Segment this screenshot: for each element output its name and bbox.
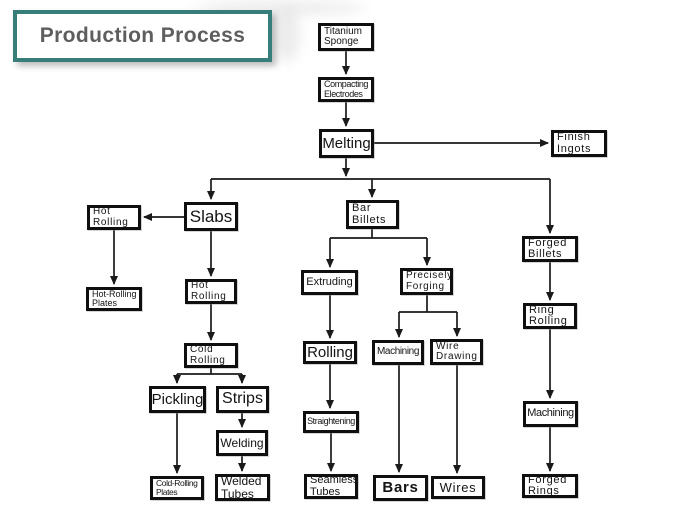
node-bar-billets: Bar Billets: [346, 200, 399, 229]
node-machining-mid: Machining: [372, 340, 424, 365]
node-forged-billets: Forged Billets: [522, 236, 578, 262]
node-precisely-forging: Precisely Forging: [400, 268, 453, 295]
node-hot-rolling-mid: Hot Rolling: [185, 279, 237, 304]
node-rolling: Rolling: [303, 341, 357, 364]
node-melting: Melting: [319, 129, 374, 158]
node-cold-rolling: Cold Rolling: [184, 343, 238, 368]
page-title: Production Process: [13, 10, 272, 62]
node-slabs: Slabs: [184, 202, 238, 231]
node-bars: Bars: [373, 475, 428, 501]
node-wires: Wires: [431, 476, 485, 499]
node-extruding: Extruding: [301, 270, 358, 295]
node-ring-rolling: Ring Rolling: [523, 303, 577, 329]
node-hot-rolling-left: Hot Rolling: [87, 205, 141, 230]
node-welding: Welding: [216, 430, 268, 456]
node-titanium-sponge: Titanium Sponge: [318, 23, 374, 51]
node-forged-rings: Forged Rings: [522, 474, 578, 498]
edge-bar-billets-branch: [326, 229, 431, 268]
node-straightening: Straightening: [303, 411, 359, 433]
node-welded-tubes: Welded Tubes: [215, 474, 270, 501]
node-hot-rolling-plates: Hot-Rolling Plates: [86, 287, 142, 311]
background-smudge: [274, 10, 300, 62]
edge-cold-rolling-branch: [173, 368, 246, 384]
edge-precisely-forging-branch: [395, 295, 461, 338]
node-cold-rolling-plates: Cold-Rolling Plates: [150, 476, 204, 500]
node-wire-drawing: Wire Drawing: [430, 339, 483, 365]
node-compacting-electrodes: Compacting Electrodes: [318, 77, 374, 102]
node-pickling: Pickling: [149, 386, 206, 413]
node-finish-ingots: Finish Ingots: [551, 130, 607, 157]
node-seamless-tubes: Seamless Tubes: [304, 474, 358, 499]
node-strips: Strips: [216, 386, 269, 413]
node-machining-right: Machining: [523, 401, 578, 427]
